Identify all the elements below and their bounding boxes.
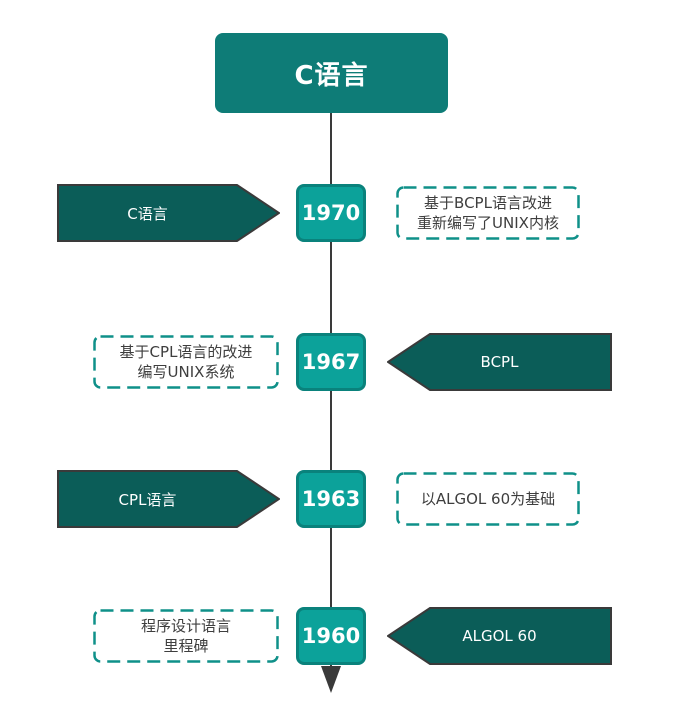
timeline-end-arrow-icon xyxy=(321,666,341,693)
timeline-line xyxy=(330,113,332,672)
year-node-1960: 1960 xyxy=(296,607,366,665)
note-text: 以ALGOL 60为基础 xyxy=(396,472,580,526)
arrow-label: ALGOL 60 xyxy=(462,627,537,645)
year-label: 1960 xyxy=(301,624,361,648)
node-algol-60: ALGOL 60 xyxy=(387,607,612,665)
year-label: 1963 xyxy=(301,487,361,511)
node-cpl-language: CPL语言 xyxy=(57,470,280,528)
note-line: 程序设计语言 xyxy=(140,617,231,635)
year-node-1963: 1963 xyxy=(296,470,366,528)
note-line: 里程碑 xyxy=(163,637,209,655)
note-line: 编写UNIX系统 xyxy=(137,363,235,381)
note-text: 基于CPL语言的改进 编写UNIX系统 xyxy=(93,335,279,389)
arrow-label: BCPL xyxy=(480,353,519,371)
dashed-box-shape-icon xyxy=(396,472,580,526)
note-cpl-improvement: 基于CPL语言的改进 编写UNIX系统 xyxy=(93,335,279,389)
note-text: 基于BCPL语言改进 重新编写了UNIX内核 xyxy=(396,186,580,240)
dashed-box-shape-icon xyxy=(93,609,279,663)
node-c-language: C语言 xyxy=(57,184,280,242)
diagram-title: C语言 xyxy=(294,60,369,91)
year-label: 1967 xyxy=(301,350,361,374)
arrow-left-shape-icon xyxy=(387,607,612,665)
note-line: 重新编写了UNIX内核 xyxy=(417,214,559,232)
arrow-right-shape-icon xyxy=(57,470,280,528)
node-bcpl: BCPL xyxy=(387,333,612,391)
arrow-label: C语言 xyxy=(127,204,168,223)
arrow-left-shape-icon xyxy=(387,333,612,391)
note-algol-basis: 以ALGOL 60为基础 xyxy=(396,472,580,526)
note-line: 基于BCPL语言改进 xyxy=(424,194,552,212)
arrow-label: CPL语言 xyxy=(118,490,177,509)
note-milestone: 程序设计语言 里程碑 xyxy=(93,609,279,663)
note-bcpl-improvement: 基于BCPL语言改进 重新编写了UNIX内核 xyxy=(396,186,580,240)
dashed-box-shape-icon xyxy=(396,186,580,240)
note-line: 以ALGOL 60为基础 xyxy=(420,490,556,508)
title-node: C语言 xyxy=(215,33,448,113)
year-node-1967: 1967 xyxy=(296,333,366,391)
note-text: 程序设计语言 里程碑 xyxy=(93,609,279,663)
arrow-right-shape-icon xyxy=(57,184,280,242)
note-line: 基于CPL语言的改进 xyxy=(119,343,253,361)
year-node-1970: 1970 xyxy=(296,184,366,242)
year-label: 1970 xyxy=(301,201,361,225)
dashed-box-shape-icon xyxy=(93,335,279,389)
